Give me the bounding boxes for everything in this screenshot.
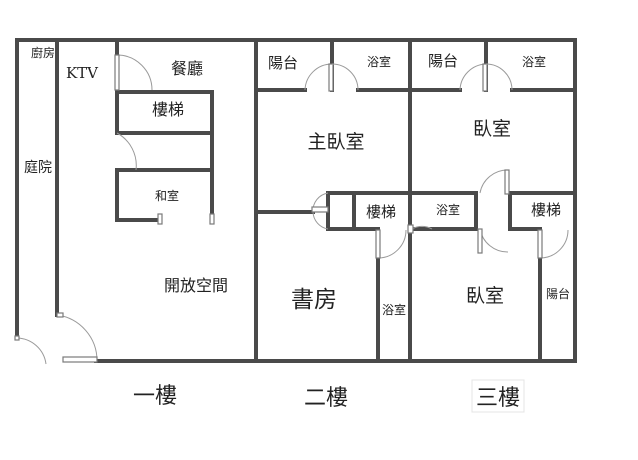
room-label-ktv: KTV [66,64,99,82]
room-label-balcony-top-f3: 陽台 [428,52,458,70]
room-label-courtyard: 庭院 [24,159,52,176]
room-label-balcony-side-f3: 陽台 [546,286,570,301]
room-label-open-space: 開放空間 [164,276,228,295]
floor-3-plan: 陽台 浴室 臥室 浴室 樓梯 臥室 陽台 [407,38,577,363]
door-entrance [56,312,98,363]
room-label-washitsu: 和室 [155,188,179,203]
room-label-master-bedroom: 主臥室 [307,131,364,153]
room-label-bedroom-top-f3: 臥室 [473,118,511,140]
door-bedroom-balcony [459,63,488,92]
floor-1-plan: 廚房 KTV 餐廳 樓梯 和室 庭院 開放空間 [14,38,258,365]
room-label-stairs-f3: 樓梯 [531,201,561,219]
room-label-stairs-f1: 樓梯 [152,100,184,119]
door-ktv-dining [114,54,153,91]
washitsu-post-right [209,213,215,225]
room-label-stairs-f2: 樓梯 [366,203,396,221]
door-bedroom-corridor-upper [479,169,510,195]
room-label-bedroom-bottom-f3: 臥室 [466,285,504,307]
door-master-bath [331,63,359,91]
room-label-bath-small-f2: 浴室 [382,302,406,317]
washitsu-post-left [157,213,163,225]
floor-caption-1: 一樓 [133,384,177,409]
door-side-balcony [537,229,569,259]
door-master-balcony [304,63,334,92]
room-label-balcony-f2: 陽台 [268,54,298,72]
floor-caption-2: 二樓 [304,386,348,411]
room-label-bath-top-f3: 浴室 [522,54,546,69]
door-stairs-lower [116,132,137,171]
room-label-dining: 餐廳 [171,59,203,78]
room-label-bath-top-f2: 浴室 [367,54,391,69]
room-label-kitchen: 廚房 [31,45,55,60]
floor-caption-3: 三樓 [476,386,520,411]
door-small-bath [375,229,407,259]
door-bath-mid [407,224,433,234]
door-bedroom-bath [485,63,513,91]
door-bedroom-corridor-lower [477,228,509,254]
door-courtyard [14,335,47,365]
room-label-bath-mid-f3: 浴室 [436,202,460,217]
room-label-study: 書房 [291,287,337,313]
floor-caption-3-box [471,379,525,413]
floor-2-plan: 陽台 浴室 主臥室 樓梯 書房 浴室 [254,38,412,363]
door-master-stairs [311,192,329,230]
